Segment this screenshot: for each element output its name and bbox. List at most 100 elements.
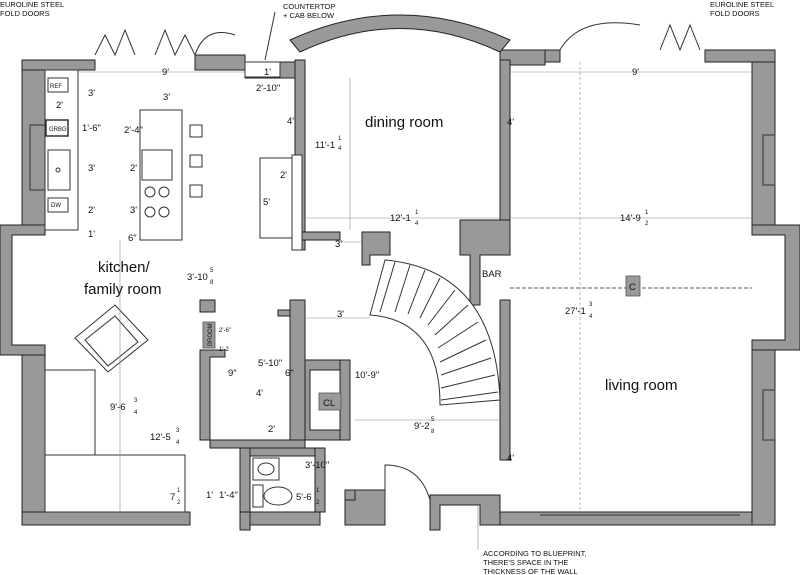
label-centerline: C (629, 282, 636, 293)
room-living: living room (605, 377, 678, 394)
dim-stair-10-9: 10'-9" (355, 370, 379, 381)
burner-4 (158, 206, 170, 218)
dim-living-width-text: 14'-9 (620, 213, 641, 224)
toilet-tank (252, 484, 264, 508)
note-blueprint-3: THICKNESS OF THE WALL (483, 567, 578, 575)
dim-living-right-4: 4' (507, 117, 514, 128)
fold-door-right (659, 23, 701, 52)
dim-dining-depth-text: 11'-1 (315, 140, 335, 151)
dim-pantry-6: 6" (285, 368, 294, 379)
dim-bath-3-10: 3'-10" (305, 460, 329, 471)
dim-hall-3a: 3' (335, 239, 342, 250)
dim-ref-3: 3' (88, 88, 95, 99)
room-dining: dining room (365, 114, 443, 131)
wall-bottom-bath (249, 511, 321, 526)
dim-island-2-4: 2'-4" (124, 125, 143, 136)
dim-living-width-d: 2 (645, 221, 649, 227)
dim-dining-width-d: 4 (415, 221, 419, 227)
wall-top-right (704, 49, 776, 63)
dim-living-depth-d: 4 (589, 314, 593, 320)
dim-broom-2-6: 2'-6" (219, 328, 231, 334)
wall-bottom-mid (239, 511, 251, 531)
dim-living-depth-n: 3 (589, 302, 593, 308)
stair-treads (379, 261, 499, 401)
wall-right-bay (751, 224, 800, 351)
dim-broom-1-2: 1'-2 (219, 347, 229, 353)
label-broom: BROOM (208, 323, 214, 346)
dim-family-9-6-d: 4 (134, 410, 138, 416)
wall-bath-right (314, 447, 326, 513)
dim-ref-2: 2' (56, 100, 63, 111)
dim-bottom-1: 1' (206, 490, 213, 501)
wall-pantry-inner (277, 309, 291, 317)
wall-dining-right (499, 59, 511, 221)
dim-buffet-5: 5' (263, 197, 270, 208)
wall-top-kitchen (194, 54, 246, 71)
dim-kitchen-3-10-text: 3'-10 (187, 272, 208, 283)
dim-bottom-1-4: 1'-4" (219, 490, 238, 501)
wall-bar (459, 219, 511, 306)
dimension-texts: 9' 1' 2'-10" 3' 2' 1'-6" 3' 2'-4" 3' 2' … (56, 67, 649, 506)
family-fixtures (44, 304, 186, 513)
wall-left-upper (21, 59, 46, 226)
dim-hall-3b: 3' (337, 309, 344, 320)
centerline-tag (625, 275, 641, 297)
note-fold-right-2: FOLD DOORS (710, 9, 760, 18)
sink-drain (55, 167, 61, 173)
dim-pantry-4: 4' (256, 388, 263, 399)
window-right-1 (762, 134, 776, 186)
dim-family-12-5-text: 12'-5 (150, 432, 171, 443)
front-door (384, 464, 431, 520)
dim-family-12-5-d: 4 (176, 440, 180, 446)
ref-box (47, 77, 69, 93)
wall-broom (199, 349, 226, 441)
dim-dining-depth-d: 4 (338, 146, 342, 152)
dw-box (47, 197, 69, 213)
dim-hall-9-2-n: 5 (431, 417, 435, 423)
island-sink (141, 149, 173, 181)
label-dw: DW (51, 203, 61, 209)
toilet-bowl (263, 486, 293, 506)
fold-door-left (94, 28, 196, 57)
countertop-cab (244, 61, 281, 78)
wall-left-bay (0, 224, 46, 356)
wall-living-left (499, 299, 511, 461)
window-right-2 (762, 389, 776, 441)
doors (29, 22, 776, 520)
dim-family-9-6-text: 9'-6 (110, 402, 126, 413)
broom-tag (202, 321, 216, 349)
grbg-box (45, 119, 69, 137)
wall-bar-top (361, 231, 391, 266)
note-fold-left-1: EUROLINE STEEL (0, 0, 64, 9)
wall-bath-left (239, 447, 251, 513)
wall-bottom-left (21, 511, 191, 526)
dim-bath-5-6-d: 2 (316, 500, 320, 506)
dim-island-6: 6" (128, 233, 137, 244)
stair-outer (369, 259, 501, 406)
sectional-sofa (44, 369, 186, 513)
dim-bottom-7-n: 1 (177, 488, 181, 494)
stool-1 (189, 124, 203, 138)
buffet-cab (291, 154, 303, 251)
cl-tag (318, 392, 342, 411)
dim-counter-2: 2'-10" (256, 83, 280, 94)
bath-sink (252, 457, 280, 481)
wall-top-left (21, 59, 96, 71)
wall-hall-left (344, 489, 356, 501)
dim-island-3: 3' (163, 92, 170, 103)
dim-bottom-7-text: 7 (170, 492, 175, 503)
dim-family-9-6-n: 3 (134, 398, 138, 404)
dim-left-1: 1' (88, 229, 95, 240)
wall-pantry-bottom (209, 439, 306, 449)
note-fold-left-2: FOLD DOORS (0, 9, 50, 18)
burner-2 (158, 186, 170, 198)
dim-family-12-5-n: 3 (176, 428, 180, 434)
stool-2 (189, 154, 203, 168)
kitchen-fixtures (44, 61, 303, 251)
dim-pantry-2: 2' (268, 424, 275, 435)
wall-closet-right (339, 359, 351, 441)
dim-hall-9-2-text: 9'-2 (414, 421, 430, 432)
dim-living-width-n: 1 (645, 210, 649, 216)
dim-living-depth-text: 27'-1 (565, 306, 586, 317)
